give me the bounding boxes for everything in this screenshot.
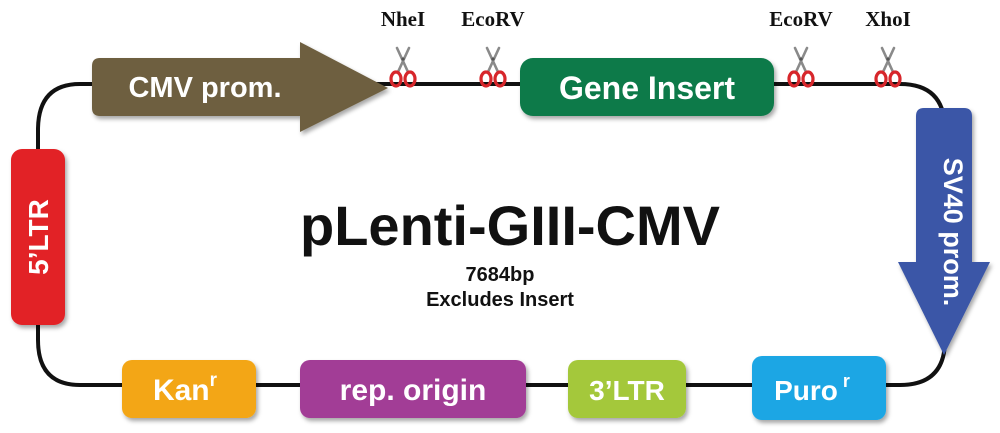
plasmid-size: 7684bp <box>466 264 535 286</box>
rep-origin-label: rep. origin <box>340 374 487 407</box>
ltr5-feature[interactable]: 5’LTR <box>11 149 65 325</box>
site-nhei-label: NheI <box>381 7 425 31</box>
puro-label-main: Puro <box>774 375 838 406</box>
kan-box <box>122 360 256 418</box>
plasmid-name: pLenti-GIII-CMV <box>300 194 720 257</box>
rep-origin-box <box>300 360 526 418</box>
scissors-icon[interactable] <box>874 46 902 88</box>
plasmid-note: Excludes Insert <box>426 289 574 311</box>
gene-insert-box <box>520 58 774 116</box>
gene-insert-feature[interactable]: Gene Insert <box>520 58 774 116</box>
cmv-promoter-label: CMV prom. <box>128 72 281 104</box>
puro-box <box>752 356 886 420</box>
scissors-icon[interactable] <box>389 46 417 88</box>
site-ecorv-1-label: EcoRV <box>461 7 524 31</box>
rep-origin-feature[interactable]: rep. origin <box>300 360 526 418</box>
cmv-promoter-feature[interactable]: CMV prom. <box>92 42 388 132</box>
puro-label-sup: r <box>843 371 850 391</box>
gene-insert-label: Gene Insert <box>559 70 735 106</box>
ltr3-feature[interactable]: 3’LTR <box>568 360 686 418</box>
scissors-icon[interactable] <box>787 46 815 88</box>
site-ecorv-2-label: EcoRV <box>769 7 832 31</box>
sv40-promoter-feature[interactable]: SV40 prom. <box>898 108 990 355</box>
kan-label-main: Kan <box>153 374 210 407</box>
kan-label: Kanr <box>153 370 218 407</box>
sv40-promoter-label: SV40 prom. <box>938 158 968 307</box>
ltr5-box <box>11 149 65 325</box>
cmv-promoter-arrow <box>92 42 388 132</box>
kan-feature[interactable]: Kanr <box>122 360 256 418</box>
ltr3-label: 3’LTR <box>589 375 665 406</box>
kan-label-sup: r <box>210 370 218 391</box>
plasmid-backbone <box>36 82 947 387</box>
scissors-icon[interactable] <box>479 46 507 88</box>
ltr5-label: 5’LTR <box>23 199 54 275</box>
site-xhoi-label: XhoI <box>865 7 911 31</box>
ltr3-box <box>568 360 686 418</box>
sv40-promoter-arrow <box>898 108 990 355</box>
